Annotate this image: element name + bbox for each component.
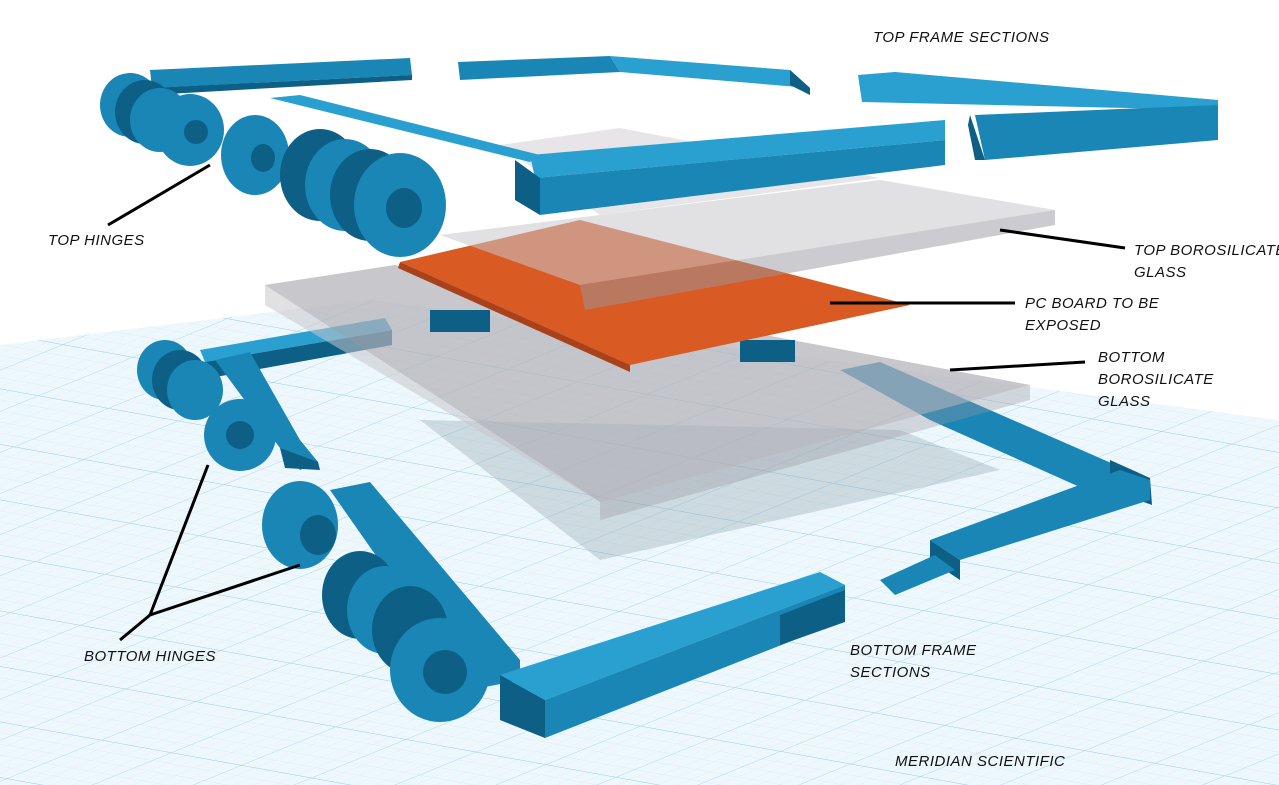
label-text: TOP FRAME SECTIONS <box>873 29 1050 46</box>
leader-top-glass <box>999 228 1126 250</box>
label-bottom-hinges: BOTTOM HINGES <box>84 646 216 668</box>
leader-lines <box>107 163 1126 642</box>
bottom-frame-front <box>330 482 845 738</box>
label-text: BOTTOM FRAME <box>850 642 977 659</box>
label-top-glass: TOP BOROSILICATE GLASS <box>1134 240 1279 284</box>
leader-top-hinges <box>107 163 211 227</box>
credit-text: MERIDIAN SCIENTIFIC <box>895 753 1066 770</box>
top-frame-left <box>150 58 412 95</box>
label-text: BOROSILICATE <box>1098 371 1214 388</box>
leader-bottom-hinges-b <box>149 563 301 617</box>
leader-bottom-glass <box>949 360 1086 372</box>
label-text: GLASS <box>1098 393 1151 410</box>
leader-bottom-hinges-a <box>148 464 210 616</box>
label-text: GLASS <box>1134 264 1187 281</box>
label-text: BOTTOM <box>1098 349 1165 366</box>
top-frame-front <box>270 95 945 215</box>
label-bottom-frame-sections: BOTTOM FRAME SECTIONS <box>850 640 977 684</box>
label-text: TOP HINGES <box>48 232 145 249</box>
label-pc-board: PC BOARD TO BE EXPOSED <box>1025 293 1159 337</box>
standoff-right <box>740 340 795 362</box>
top-hinges <box>100 73 446 257</box>
label-text: PC BOARD TO BE <box>1025 295 1160 312</box>
label-text: BOTTOM HINGES <box>84 648 217 665</box>
label-top-hinges: TOP HINGES <box>48 230 145 252</box>
label-text: EXPOSED <box>1025 317 1102 334</box>
top-frame-right <box>858 72 1218 160</box>
bottom-hinges-rear <box>137 340 276 471</box>
standoff-left <box>430 310 490 332</box>
credit: MERIDIAN SCIENTIFIC <box>895 751 1065 773</box>
label-text: SECTIONS <box>850 664 931 681</box>
label-bottom-glass: BOTTOM BOROSILICATE GLASS <box>1098 347 1214 413</box>
label-top-frame-sections: TOP FRAME SECTIONS <box>873 27 1050 49</box>
leader-bottom-hinges-c <box>119 613 151 642</box>
bottom-hinges-front <box>262 481 490 722</box>
label-text: TOP BOROSILICATE <box>1134 242 1279 259</box>
top-frame-center <box>458 56 810 95</box>
